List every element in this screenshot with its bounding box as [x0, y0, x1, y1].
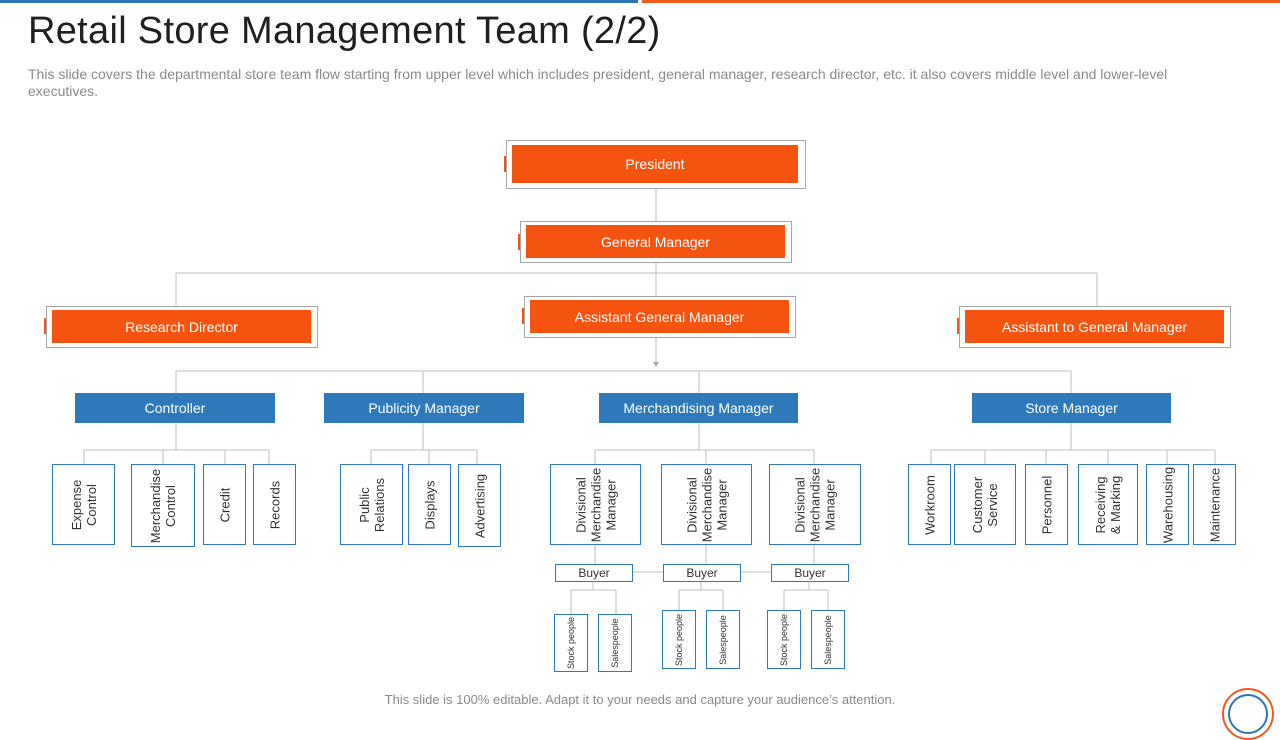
unit-divisional-merchandise-manager-2: Divisional Merchandise Manager [661, 464, 752, 545]
unit-receiving-marking: Receiving & Marking [1078, 464, 1138, 545]
unit-label: Public Relations [356, 477, 387, 532]
page-title: Retail Store Management Team (2/2) [28, 10, 661, 52]
footer-note: This slide is 100% editable. Adapt it to… [384, 692, 896, 707]
unit-label: Receiving & Marking [1093, 475, 1123, 534]
page-subtitle: This slide covers the departmental store… [28, 66, 1168, 99]
staff-label: Salespeople [718, 614, 728, 665]
unit-advertising: Advertising [458, 464, 501, 547]
president-box: President [512, 145, 798, 183]
general-manager-box: General Manager [526, 225, 785, 258]
unit-workroom: Workroom [908, 464, 951, 545]
buyer-box-3: Buyer [771, 564, 849, 582]
staff-salespeople-2: Salespeople [706, 610, 740, 669]
buyer-box-1: Buyer [555, 564, 633, 582]
unit-label: Customer Service [970, 476, 1000, 533]
unit-label: Divisional Merchandise Manager [792, 467, 838, 542]
unit-label: Workroom [922, 474, 937, 535]
research-director-box: Research Director [52, 310, 311, 343]
unit-label: Personnel [1039, 475, 1054, 534]
merchandising-manager-box: Merchandising Manager [599, 393, 798, 423]
brand-logo-icon [1222, 688, 1274, 740]
staff-label: Stock people [779, 613, 789, 666]
unit-label: Displays [422, 479, 437, 530]
unit-label: Expense Control [68, 479, 99, 530]
controller-box: Controller [75, 393, 275, 423]
unit-label: Credit [217, 487, 232, 522]
staff-salespeople-3: Salespeople [811, 610, 845, 669]
assistant-to-general-manager-box: Assistant to General Manager [965, 310, 1224, 343]
unit-divisional-merchandise-manager-1: Divisional Merchandise Manager [550, 464, 641, 545]
unit-label: Maintenance [1207, 467, 1222, 542]
org-chart-connectors [83, 189, 1216, 614]
unit-expense-control: Expense Control [52, 464, 115, 545]
president-marker [504, 156, 506, 172]
publicity-manager-box: Publicity Manager [324, 393, 524, 423]
unit-merchandise-control: Merchandise Control [131, 464, 195, 547]
staff-stock-people-3: Stock people [767, 610, 801, 669]
brand-logo-inner-ring [1228, 694, 1268, 734]
unit-personnel: Personnel [1025, 464, 1068, 545]
unit-warehousing: Warehousing [1146, 464, 1189, 545]
unit-customer-service: Customer Service [954, 464, 1016, 545]
staff-label: Stock people [674, 613, 684, 666]
general-manager-marker [518, 234, 520, 250]
staff-label: Stock people [566, 616, 576, 670]
unit-label: Divisional Merchandise Manager [684, 467, 729, 542]
unit-public-relations: Public Relations [340, 464, 403, 545]
assistant-general-manager-box: Assistant General Manager [530, 300, 789, 333]
unit-records: Records [253, 464, 296, 545]
unit-label: Advertising [472, 473, 487, 538]
unit-label: Merchandise Control [148, 468, 178, 543]
unit-maintenance: Maintenance [1193, 464, 1236, 545]
unit-label: Warehousing [1160, 466, 1175, 543]
unit-label: Records [267, 480, 282, 529]
staff-label: Salespeople [823, 614, 833, 665]
top-accent-bar-orange [642, 0, 1280, 3]
buyer-box-2: Buyer [663, 564, 741, 582]
assistant-to-general-manager-marker [957, 318, 959, 334]
staff-stock-people-1: Stock people [554, 614, 588, 672]
unit-credit: Credit [203, 464, 246, 545]
assistant-general-manager-marker [522, 308, 524, 324]
unit-label: Divisional Merchandise Manager [573, 467, 618, 542]
research-director-marker [44, 318, 46, 334]
unit-divisional-merchandise-manager-3: Divisional Merchandise Manager [769, 464, 861, 545]
staff-stock-people-2: Stock people [662, 610, 696, 669]
store-manager-box: Store Manager [972, 393, 1171, 423]
top-accent-bar-blue [0, 0, 638, 3]
staff-label: Salespeople [610, 618, 620, 668]
unit-displays: Displays [408, 464, 451, 545]
staff-salespeople-1: Salespeople [598, 614, 632, 672]
